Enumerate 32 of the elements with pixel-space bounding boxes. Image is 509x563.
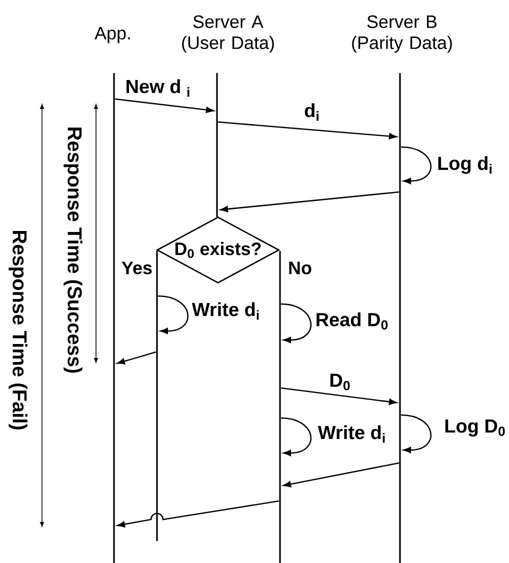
arrow	[280, 387, 397, 405]
arrow	[117, 351, 156, 364]
axis-label: Response Time (Success)	[64, 128, 82, 373]
lifeline	[216, 73, 218, 217]
edge-label: Log d$_{i}$	[436, 155, 494, 175]
edge-label: New d $_{i}$	[124, 78, 192, 98]
lifeline-header: Server A (User Data)	[182, 15, 274, 53]
edge-label: d$_{i}$	[303, 102, 321, 122]
branch-label: Yes	[122, 262, 152, 274]
arrow	[400, 414, 432, 454]
arrow	[114, 98, 214, 113]
arrow	[218, 121, 397, 140]
arrow	[400, 146, 432, 184]
edge-label: Write d$_{i}$	[316, 424, 388, 444]
lifeline-header: Server B (Parity Data)	[352, 15, 452, 53]
branch-label: No	[289, 262, 312, 274]
edge-label: D$_{0}$	[328, 372, 352, 392]
lifeline	[113, 73, 115, 563]
axis-label: Response Time (Fail)	[8, 230, 28, 430]
arrow	[220, 191, 400, 212]
edge-label: Log D$_{0}$	[443, 418, 507, 438]
lifeline-header: App.	[94, 26, 130, 44]
lifeline	[399, 73, 401, 563]
lifeline	[279, 251, 281, 563]
edge-label: Read D$_{0}$	[314, 311, 390, 331]
lifeline	[156, 251, 158, 541]
arrow	[280, 303, 312, 344]
arrow	[158, 295, 188, 334]
edge-label: Write d$_{i}$	[190, 301, 262, 321]
arrow	[117, 500, 280, 528]
arrow	[280, 417, 312, 456]
arrow	[283, 462, 400, 488]
